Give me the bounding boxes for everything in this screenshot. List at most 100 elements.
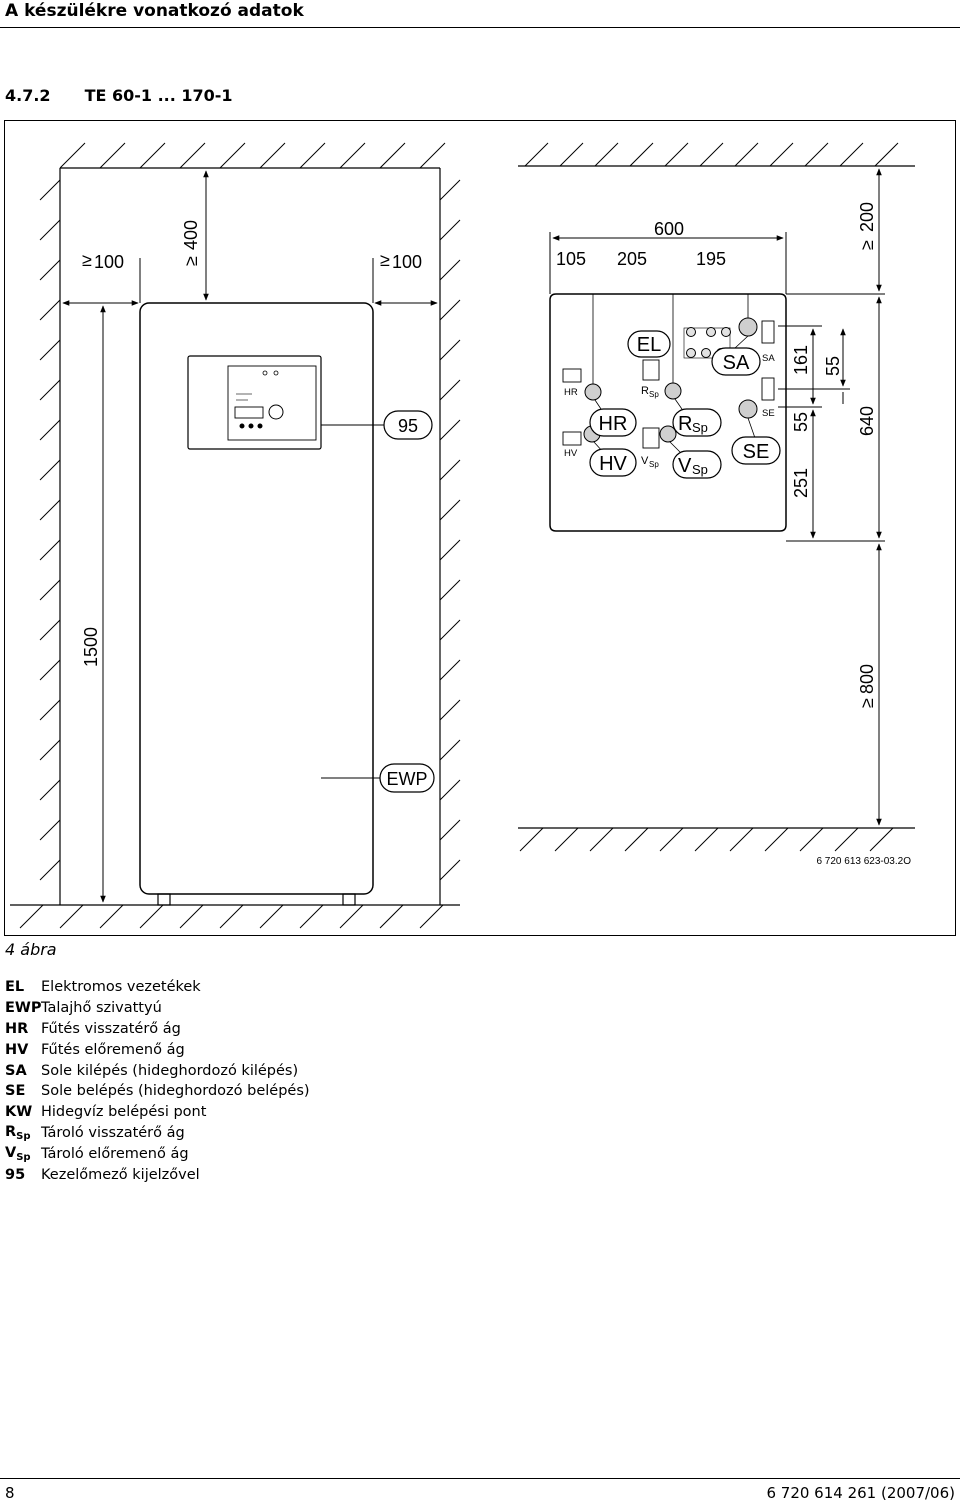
legend-item: 95 Kezelőmező kijelzővel [5,1164,310,1185]
small-label-rsp: R [641,385,649,397]
dim-55-upper: 55 [823,356,843,376]
rear-view-panel [549,293,787,532]
label-hr: HR [599,413,628,435]
small-label-sa: SA [762,353,775,364]
label-el: EL [637,334,661,356]
section-number: 4.7.2 [5,86,51,105]
legend-code: VSp [5,1145,41,1163]
callout-panel: 95 [383,410,433,440]
label-rsp: R [678,413,692,435]
callout-panel-label: 95 [398,416,418,436]
dim-left-clear: 100 [94,252,124,272]
dim-w1: 105 [556,249,586,269]
figure-ref-code: 6 720 613 623-03.2O [816,856,911,867]
legend-text: Fűtés előremenő ág [41,1041,185,1058]
label-se: SE [743,441,770,463]
dim-left-clear-symbol: ≥ [82,250,92,270]
dim-right-clear: 100 [392,252,422,272]
dim-total-width: 600 [654,219,684,239]
port-leader-lines [592,294,756,453]
legend-code: SA [5,1062,27,1079]
right-dimensions [549,168,885,826]
legend-code: RSp [5,1124,41,1142]
legend-code-main: R [5,1123,17,1140]
legend-code: EWP [5,1000,42,1017]
page-number: 8 [5,1484,15,1502]
figure-caption: 4 ábra [5,940,57,959]
figure-frame [4,120,956,936]
header-rule [0,27,960,28]
footer-rule [0,1478,960,1479]
small-label-vsp: V [641,455,649,467]
label-vsp-sub: Sp [692,462,708,477]
dim-w2: 205 [617,249,647,269]
legend-text: Elektromos vezetékek [41,979,201,996]
label-hv: HV [599,453,627,475]
dim-800: 800 [857,664,877,694]
dim-top-clear: 400 [181,220,201,250]
legend-item: KW Hidegvíz belépési pont [5,1102,310,1123]
legend-item: SA Sole kilépés (hideghordozó kilépés) [5,1060,310,1081]
small-label-rsp-sub: Sp [649,390,659,399]
legend-code: KW [5,1104,33,1121]
legend-code: SE [5,1083,26,1100]
section-heading: 4.7.2 TE 60-1 ... 170-1 [5,86,233,105]
rear-small-labels: HR HV SA SE R Sp V Sp [564,353,775,469]
page-header-title: A készülékre vonatkozó adatok [5,1,304,21]
dim-top-min-symbol: ≥ [857,240,877,250]
heat-pump-cabinet [139,302,374,906]
legend-text: Tároló visszatérő ág [41,1124,185,1141]
dim-161: 161 [791,345,811,375]
document-code: 6 720 614 261 (2007/06) [766,1484,955,1502]
legend-text: Hidegvíz belépési pont [41,1104,207,1121]
legend-item: SE Sole belépés (hideghordozó belépés) [5,1081,310,1102]
dim-800-symbol: ≥ [857,698,877,708]
dim-top-clear-symbol: ≥ [181,256,201,266]
legend-code: 95 [5,1166,26,1183]
left-room-dimensions [62,170,438,903]
legend-text: Fűtés visszatérő ág [41,1020,181,1037]
legend-text: Tároló előremenő ág [41,1145,189,1162]
callout-pump: EWP [379,763,435,793]
left-room-dimension-labels: ≥ 100 ≥ 100 ≥ 400 1500 [81,220,422,667]
label-vsp: V [678,455,692,477]
legend-text: Talajhő szivattyú [41,1000,162,1017]
right-dimension-labels: 600 105 205 195 ≥ 200 161 55 55 251 640 … [556,202,877,708]
left-room-walls [10,142,461,929]
legend-item: HV Fűtés előremenő ág [5,1039,310,1060]
dim-640: 640 [857,406,877,436]
legend-text: Sole kilépés (hideghordozó kilépés) [41,1062,299,1079]
small-label-se: SE [762,408,775,419]
installation-drawing: ≥ 100 ≥ 100 ≥ 400 1500 95 EWP [10,142,915,929]
legend-code: HR [5,1020,29,1037]
legend-code: HV [5,1041,29,1058]
small-label-vsp-sub: Sp [649,460,659,469]
label-rsp-sub: Sp [692,420,708,435]
legend-code-sub: Sp [16,1130,31,1142]
legend-code: EL [5,979,25,996]
legend-item: HR Fűtés visszatérő ág [5,1019,310,1040]
legend-text: Sole belépés (hideghordozó belépés) [41,1083,310,1100]
legend-code-sub: Sp [16,1151,31,1163]
dim-height: 1500 [81,627,101,667]
small-label-hv: HV [564,448,578,459]
label-sa: SA [723,352,750,374]
dim-top-min: 200 [857,202,877,232]
legend-item: EL Elektromos vezetékek [5,977,310,998]
section-title: TE 60-1 ... 170-1 [84,86,233,105]
legend-code-main: V [5,1144,17,1161]
dim-251: 251 [791,468,811,498]
rear-callout-labels-sub: R Sp V Sp [678,413,708,477]
dim-55-lower: 55 [791,412,811,432]
right-walls [518,142,915,852]
dim-w3: 195 [696,249,726,269]
callout-pump-label: EWP [386,769,427,789]
legend-text: Kezelőmező kijelzővel [41,1166,200,1183]
rear-callouts [589,330,781,479]
dim-right-clear-symbol: ≥ [380,250,390,270]
small-label-hr: HR [564,387,578,398]
